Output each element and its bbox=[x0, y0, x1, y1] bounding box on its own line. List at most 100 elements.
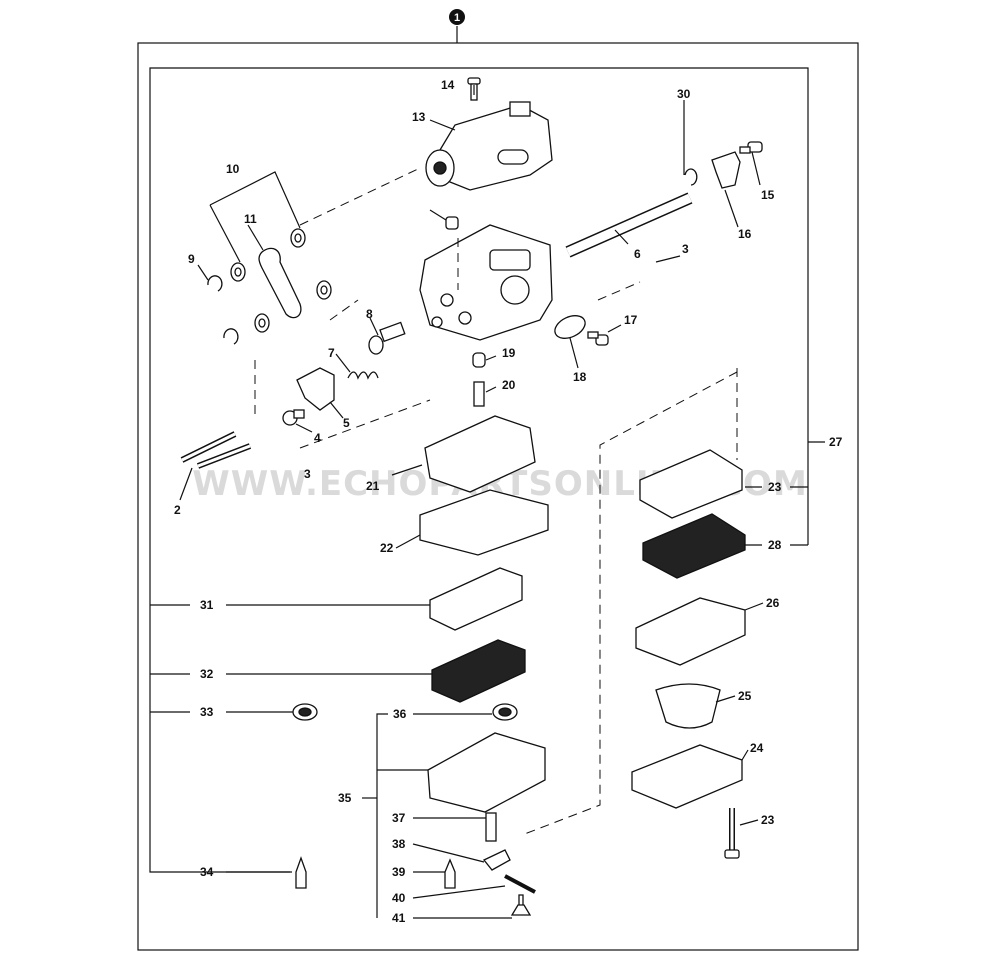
part-35-pump-body[interactable] bbox=[427, 732, 546, 813]
leader-line bbox=[744, 602, 764, 611]
label-16: 16 bbox=[738, 227, 752, 241]
label-21: 21 bbox=[366, 479, 380, 493]
part-16-lever[interactable] bbox=[711, 151, 741, 189]
label-23-gasket: 23 bbox=[768, 480, 782, 494]
part-30-clip[interactable] bbox=[684, 168, 698, 186]
label-39: 39 bbox=[392, 865, 406, 879]
label-20: 20 bbox=[502, 378, 516, 392]
part-15-screw[interactable] bbox=[739, 141, 763, 154]
leader-line bbox=[751, 151, 761, 186]
dash-line bbox=[299, 399, 431, 449]
label-22: 22 bbox=[380, 541, 394, 555]
label-24: 24 bbox=[750, 741, 764, 755]
label-38: 38 bbox=[392, 837, 406, 851]
carburetor-body[interactable] bbox=[419, 224, 553, 341]
label-37: 37 bbox=[392, 811, 406, 825]
leader-line bbox=[412, 885, 506, 899]
label-23-screw: 23 bbox=[761, 813, 775, 827]
leader-line bbox=[429, 119, 456, 131]
label-40: 40 bbox=[392, 891, 406, 905]
label-30: 30 bbox=[677, 87, 691, 101]
label-3-left: 3 bbox=[304, 467, 311, 481]
part-9-clips[interactable] bbox=[207, 275, 239, 345]
leader-line bbox=[376, 713, 388, 918]
label-4: 4 bbox=[314, 431, 321, 445]
part-34-needle[interactable] bbox=[295, 856, 307, 889]
label-28: 28 bbox=[768, 538, 782, 552]
label-3-right: 3 bbox=[682, 242, 689, 256]
part-18-plate[interactable] bbox=[551, 311, 588, 343]
leader-line bbox=[741, 749, 749, 761]
label-41: 41 bbox=[392, 911, 406, 925]
part-5-lever[interactable] bbox=[296, 367, 335, 411]
inner-frame-top bbox=[149, 67, 809, 590]
label-8: 8 bbox=[366, 307, 373, 321]
assembly-callout-number: 1 bbox=[454, 12, 460, 24]
part-36-filter[interactable] bbox=[492, 703, 518, 721]
leader-line bbox=[335, 353, 351, 373]
label-26: 26 bbox=[766, 596, 780, 610]
part-11-link[interactable] bbox=[258, 247, 302, 319]
part-24-plate[interactable] bbox=[631, 744, 743, 809]
part-25-primer-bulb[interactable] bbox=[655, 683, 721, 729]
leader-line bbox=[295, 423, 313, 433]
dash-line bbox=[521, 371, 738, 836]
label-27: 27 bbox=[829, 435, 843, 449]
part-12-cap[interactable] bbox=[445, 216, 459, 230]
part-28-diaphragm[interactable] bbox=[642, 513, 746, 579]
label-32: 32 bbox=[200, 667, 214, 681]
part-20-spring[interactable] bbox=[473, 381, 485, 407]
label-5: 5 bbox=[343, 416, 350, 430]
leader-line bbox=[724, 189, 739, 228]
part-26-cover[interactable] bbox=[635, 597, 746, 666]
part-19-cap[interactable] bbox=[472, 352, 486, 368]
label-11: 11 bbox=[244, 212, 257, 226]
part-39-needle[interactable] bbox=[444, 858, 456, 889]
part-41-screw[interactable] bbox=[510, 894, 532, 916]
label-6: 6 bbox=[634, 247, 641, 261]
outer-frame bbox=[137, 42, 859, 951]
part-22-plate[interactable] bbox=[419, 489, 549, 556]
leader-line bbox=[607, 324, 622, 333]
part-40-pin[interactable] bbox=[504, 874, 536, 894]
label-19: 19 bbox=[502, 346, 516, 360]
leader-line bbox=[412, 843, 485, 863]
part-21-gasket[interactable] bbox=[424, 415, 536, 493]
label-17: 17 bbox=[624, 313, 638, 327]
leader-line bbox=[569, 337, 579, 369]
part-23-screw[interactable] bbox=[724, 808, 740, 859]
part-2-needles[interactable] bbox=[180, 431, 252, 469]
part-31-gasket[interactable] bbox=[429, 567, 523, 631]
label-18: 18 bbox=[573, 370, 587, 384]
part-13-body[interactable] bbox=[425, 101, 553, 191]
label-36: 36 bbox=[393, 707, 407, 721]
part-7-spring[interactable] bbox=[347, 371, 379, 380]
assembly-callout[interactable]: 1 bbox=[449, 9, 465, 43]
label-13: 13 bbox=[412, 110, 426, 124]
leader-line bbox=[395, 534, 421, 549]
leader-line bbox=[197, 264, 209, 281]
dash-line bbox=[299, 167, 421, 226]
label-34: 34 bbox=[200, 865, 214, 879]
part-10-washers[interactable] bbox=[230, 228, 332, 333]
part-6-shaft[interactable] bbox=[565, 192, 693, 258]
part-33-filter[interactable] bbox=[292, 703, 318, 721]
leader-line bbox=[179, 467, 193, 501]
leader-line bbox=[391, 464, 423, 476]
label-10: 10 bbox=[226, 162, 240, 176]
part-38-lever[interactable] bbox=[482, 849, 511, 871]
part-32-diaphragm[interactable] bbox=[431, 639, 526, 703]
label-35: 35 bbox=[338, 791, 352, 805]
part-23-gasket[interactable] bbox=[639, 449, 743, 519]
label-33: 33 bbox=[200, 705, 214, 719]
dash-line bbox=[597, 281, 641, 301]
leader-line bbox=[209, 171, 301, 229]
leader-line bbox=[209, 204, 241, 263]
part-37-spring[interactable] bbox=[485, 812, 497, 842]
leader-line bbox=[369, 317, 379, 336]
part-17-screw[interactable] bbox=[587, 331, 609, 346]
part-8-screw[interactable] bbox=[368, 321, 406, 355]
part-4-screw[interactable] bbox=[282, 409, 305, 426]
leader-line bbox=[329, 401, 344, 419]
leader-line bbox=[485, 386, 497, 393]
